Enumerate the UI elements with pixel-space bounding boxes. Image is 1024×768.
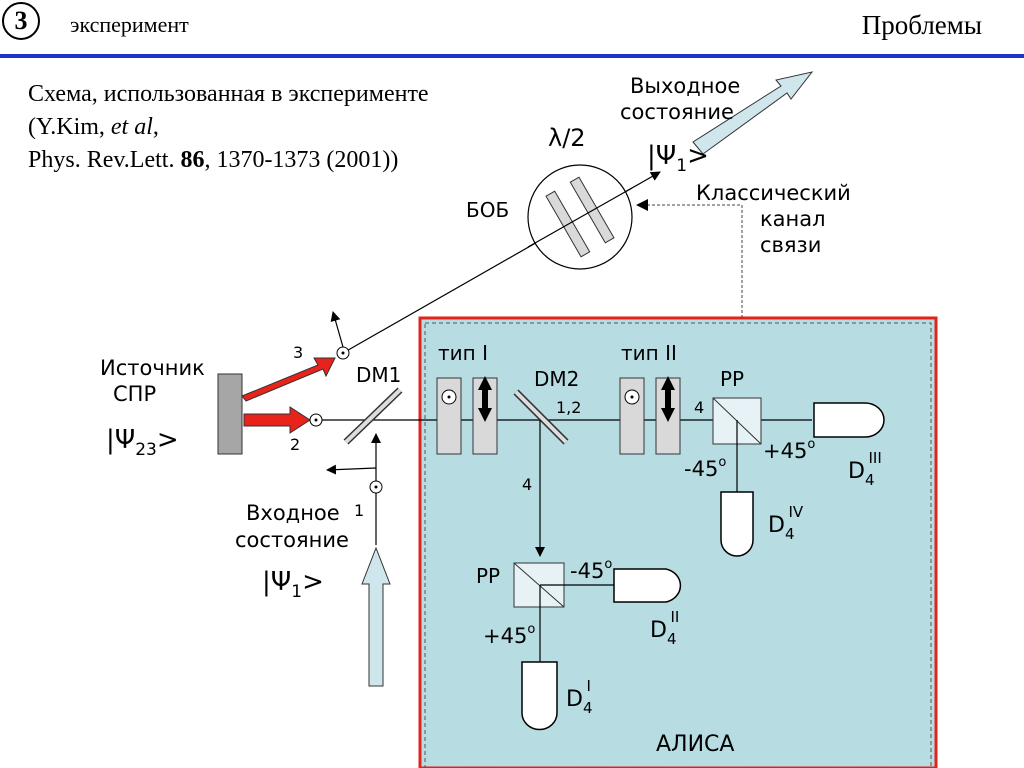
pump-arrow-upper — [241, 357, 336, 402]
crystal-type-2-double-arrow — [661, 376, 675, 422]
beam-4-right-label: 4 — [694, 398, 704, 417]
beam-2-label: 2 — [290, 435, 300, 454]
beam-2-polarization-dot — [314, 418, 318, 422]
source-label-line-1: Источник — [100, 356, 205, 380]
type-2-label: тип II — [621, 341, 677, 365]
dm1-mirror-face — [344, 388, 402, 444]
output-state-label-line-2: состояние — [620, 100, 734, 124]
crystal-type-2-dot — [630, 395, 634, 399]
crystal-type-1-double-arrow — [478, 376, 492, 422]
pp-right-label: PP — [720, 367, 744, 391]
classical-channel-label-line-2: канал — [760, 207, 826, 231]
lower-minus45-label: -45o — [570, 557, 612, 583]
caption-line-2: (Y.Kim, et al, — [28, 111, 429, 144]
caption-ref-author: (Y.Kim, — [28, 114, 111, 140]
caption-pages-year: , 1370-1373 (2001)) — [204, 147, 399, 173]
right-plus45-label: +45o — [763, 437, 815, 463]
lower-plus45-label: +45o — [483, 622, 535, 648]
caption-volume: 86 — [180, 147, 205, 173]
beam-3-through-bob — [527, 187, 633, 248]
right-minus45-label: -45o — [684, 455, 726, 481]
beam-3-pol-arrow — [330, 311, 344, 348]
detector-d4-iv-label: D4IV — [768, 503, 804, 543]
source-label-line-2: СПР — [113, 382, 156, 406]
beam-4-down-label: 4 — [522, 475, 532, 494]
crystal-type-1-dot — [447, 395, 451, 399]
caption-journal: Phys. Rev.Lett. — [28, 147, 181, 173]
detector-d4-i — [521, 661, 558, 731]
dm2-label: DM2 — [534, 367, 579, 391]
type-1-label: тип I — [438, 341, 488, 365]
beam-3-label: 3 — [293, 343, 303, 362]
beam-1-label: 1 — [354, 501, 364, 520]
input-state-label-line-1: Входное — [246, 501, 340, 525]
output-state-arrow — [692, 71, 814, 155]
beam-1-polarization-dot — [374, 485, 378, 489]
detector-d4-ii — [613, 568, 682, 603]
pp-lower-label: PP — [476, 564, 500, 588]
bob-label: БОБ — [466, 198, 509, 222]
detector-d4-i-label: D4I — [566, 677, 593, 717]
caption-line-1: Схема, использованная в эксперименте — [28, 81, 429, 107]
dm1-label: DM1 — [356, 363, 401, 387]
crystal-type-2-a — [619, 377, 645, 455]
lambda-half-label: λ/2 — [548, 124, 586, 152]
pp-splitter-lower-diagonal — [513, 562, 565, 608]
alice-label: АЛИСА — [656, 732, 734, 757]
detector-d4-iii-label: D4III — [848, 449, 882, 489]
psi1-input-state: |Ψ1> — [262, 567, 324, 602]
slide-number-badge: 3 — [2, 2, 40, 40]
crystal-type-1-a — [436, 377, 462, 455]
slide-number: 3 — [14, 6, 28, 35]
beam-3-polarization-dot — [341, 351, 345, 355]
detector-d4-iii — [813, 402, 885, 438]
input-state-label-line-2: состояние — [235, 528, 349, 552]
classical-channel-label-line-1: Классический — [696, 181, 851, 205]
detector-d4-ii-label: D4II — [650, 608, 679, 648]
classical-channel-line — [636, 204, 743, 318]
input-state-arrow — [361, 546, 391, 687]
classical-channel-arrowhead — [636, 199, 648, 211]
alice-region-inner-border — [424, 322, 932, 768]
psi1-output-state: |Ψ1> — [647, 141, 709, 176]
dm2-mirror-face — [514, 390, 568, 444]
caption-ref-etal: et al — [110, 114, 153, 140]
header-topic: эксперимент — [70, 12, 189, 37]
pump-arrow-lower — [243, 406, 311, 434]
beam-1-pol-arrow — [326, 464, 377, 475]
detector-d4-iv — [720, 491, 754, 557]
header-divider — [0, 54, 1024, 58]
caption-ref-comma: , — [152, 114, 159, 140]
classical-channel-label-line-3: связи — [760, 233, 821, 257]
psi23-state: |Ψ23> — [106, 425, 179, 460]
source-block — [217, 373, 243, 455]
header-section: Проблемы — [861, 10, 982, 40]
caption-line-3: Phys. Rev.Lett. 86, 1370-1373 (2001)) — [28, 144, 429, 177]
output-state-label-line-1: Выходное — [630, 74, 740, 98]
beam-12-label: 1,2 — [556, 398, 581, 417]
slide-caption: Схема, использованная в эксперименте (Y.… — [28, 78, 429, 177]
